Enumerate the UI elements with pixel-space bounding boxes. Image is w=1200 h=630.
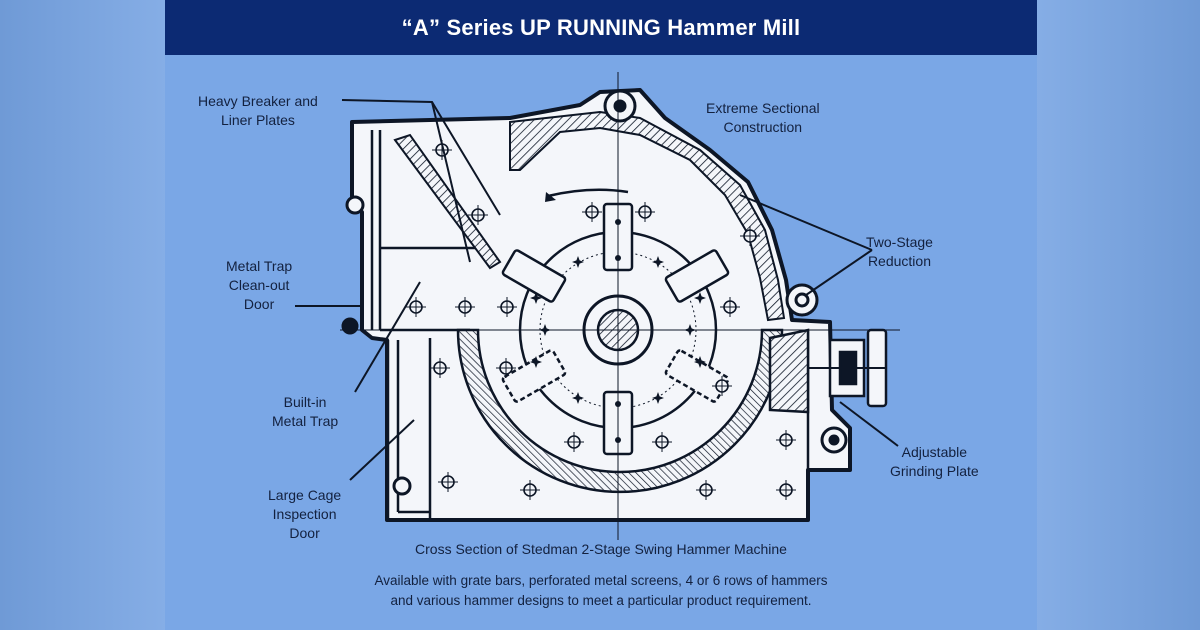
description-line-2: and various hammer designs to meet a par… — [390, 593, 812, 608]
label-heavy-breaker: Heavy Breaker and Liner Plates — [198, 92, 318, 130]
label-text: Metal Trap Clean-out Door — [226, 258, 293, 312]
label-large-cage: Large Cage Inspection Door — [268, 486, 341, 543]
leader-lines — [295, 99, 899, 481]
lower-roller — [820, 426, 848, 454]
figure-description: Available with grate bars, perforated me… — [165, 571, 1037, 611]
label-metal-trap-door: Metal Trap Clean-out Door — [226, 257, 292, 314]
title-bar: “A” Series UP RUNNING Hammer Mill — [165, 0, 1037, 55]
grinding-plate-assembly — [768, 328, 888, 414]
label-text: Two-Stage Reduction — [866, 234, 933, 269]
label-text: Built-in Metal Trap — [272, 394, 339, 429]
label-text: Extreme Sectional Construction — [706, 100, 820, 135]
top-pulley — [603, 89, 637, 123]
description-line-1: Available with grate bars, perforated me… — [374, 573, 828, 588]
label-text: Heavy Breaker and Liner Plates — [198, 93, 318, 128]
label-adjustable-plate: Adjustable Grinding Plate — [890, 443, 979, 481]
upper-liner — [509, 110, 786, 322]
diagram-title: “A” Series UP RUNNING Hammer Mill — [401, 14, 801, 40]
rotation-arrow — [547, 188, 629, 198]
label-text: Adjustable Grinding Plate — [890, 444, 979, 479]
label-extreme-sectional: Extreme Sectional Construction — [706, 99, 820, 137]
label-built-in-trap: Built-in Metal Trap — [272, 393, 338, 431]
figure-caption: Cross Section of Stedman 2-Stage Swing H… — [415, 541, 787, 557]
center-lines — [340, 72, 900, 540]
label-two-stage: Two-Stage Reduction — [866, 233, 933, 271]
breaker-liner-plate — [393, 133, 502, 270]
label-text: Large Cage Inspection Door — [268, 487, 342, 541]
